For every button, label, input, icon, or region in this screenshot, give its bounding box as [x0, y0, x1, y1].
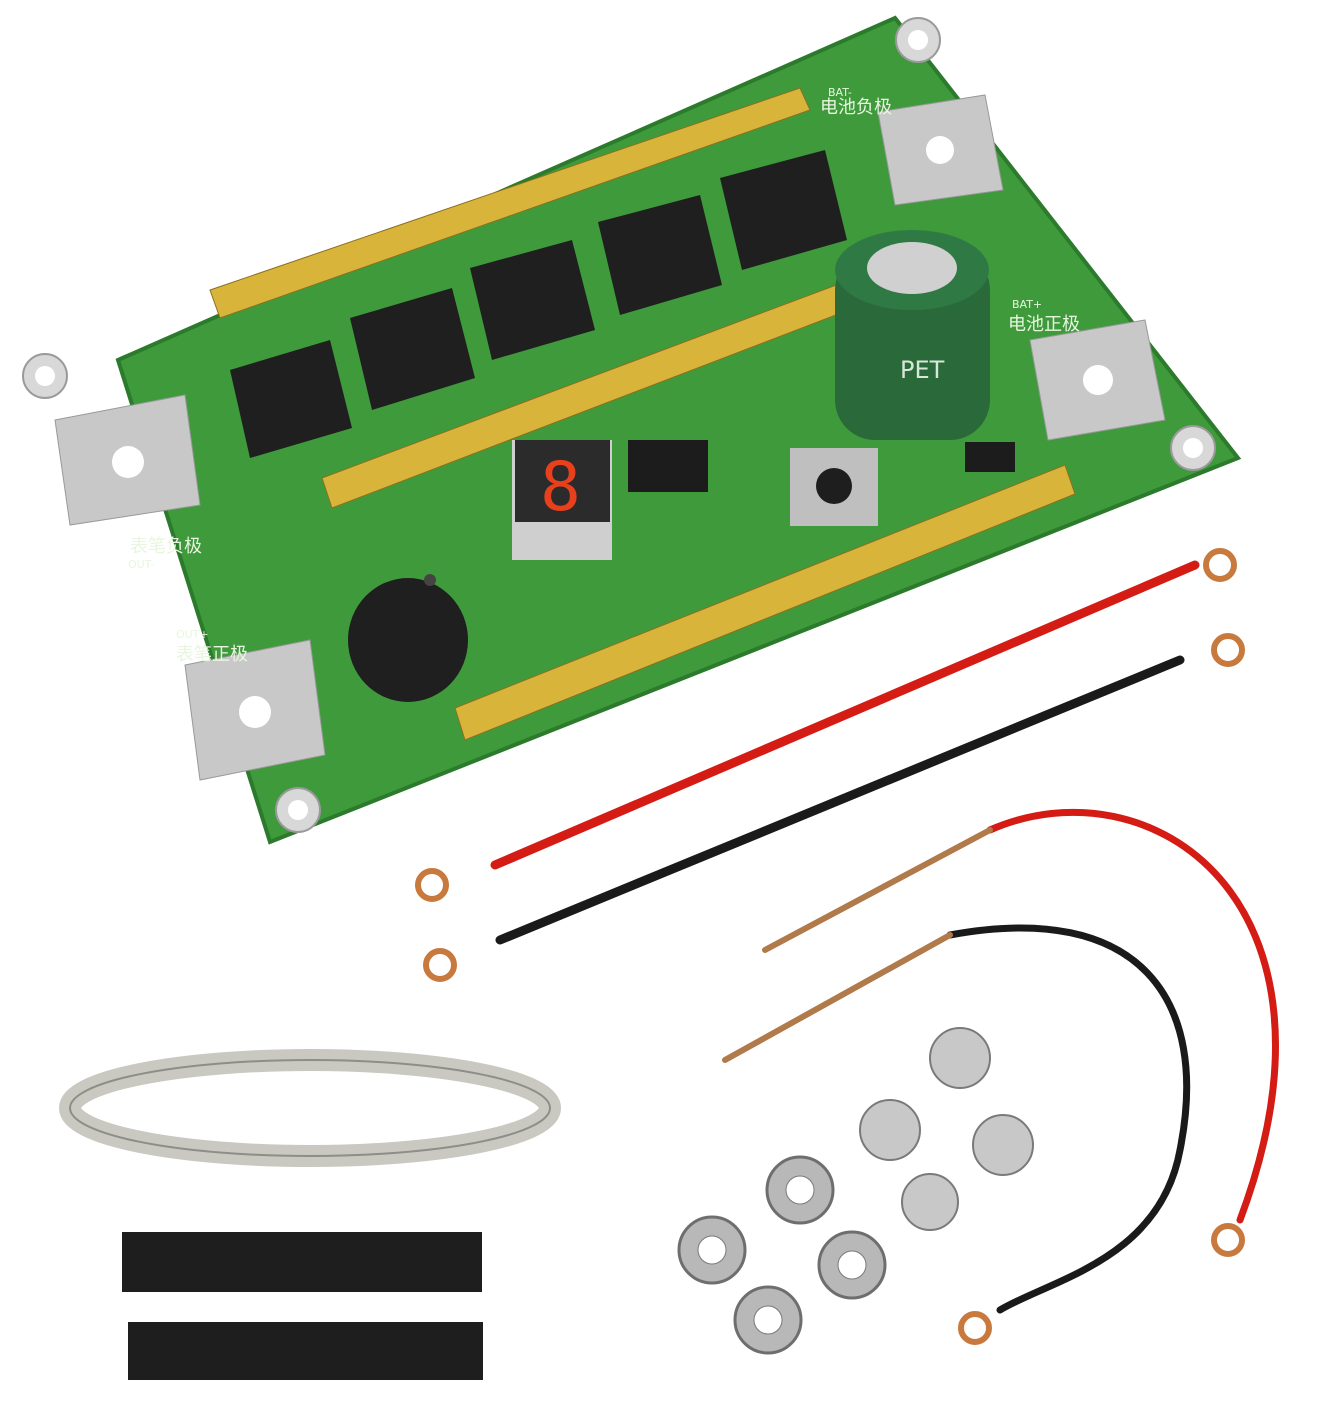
label-out-pos: 表笔正极 [176, 644, 248, 665]
label-out-pos-en: OUT+ [176, 628, 209, 641]
seven-segment-display: 8 [512, 440, 612, 560]
pcb-board: PET 8 BAT- 电池负极 BAT+ 电池正极 表笔负极 OUT- OUT+… [22, 15, 1242, 845]
label-out-neg: 表笔负极 [130, 536, 202, 557]
screws [859, 1027, 1034, 1231]
ic-chip [628, 440, 708, 492]
capacitor: PET [835, 230, 990, 440]
label-bat-neg: 电池负极 [820, 97, 892, 118]
label-out-neg-en: OUT- [128, 558, 154, 571]
black-probe-cable [946, 924, 1191, 1314]
capacitor-label: PET [900, 356, 945, 384]
buzzer [348, 578, 468, 702]
mosfets [230, 150, 847, 458]
heat-shrink-tube [128, 1322, 483, 1380]
label-bat-pos-en: BAT+ [1012, 298, 1042, 311]
nickel-strip [59, 1049, 561, 1167]
label-bat-neg-en: BAT- [828, 86, 852, 99]
heat-shrink-tube [122, 1232, 482, 1292]
cables [490, 560, 1279, 1314]
probe-pen-2 [722, 932, 953, 1063]
copper-busbars [209, 87, 1076, 741]
ring-terminals [415, 548, 1245, 1345]
terminal-pads [54, 94, 1166, 781]
red-probe-cable [986, 808, 1279, 1224]
probe-pen-1 [762, 827, 993, 953]
label-bat-pos: 电池正极 [1008, 314, 1080, 335]
red-cable [490, 560, 1200, 870]
display-digit: 8 [540, 448, 581, 527]
black-cable [495, 655, 1185, 945]
